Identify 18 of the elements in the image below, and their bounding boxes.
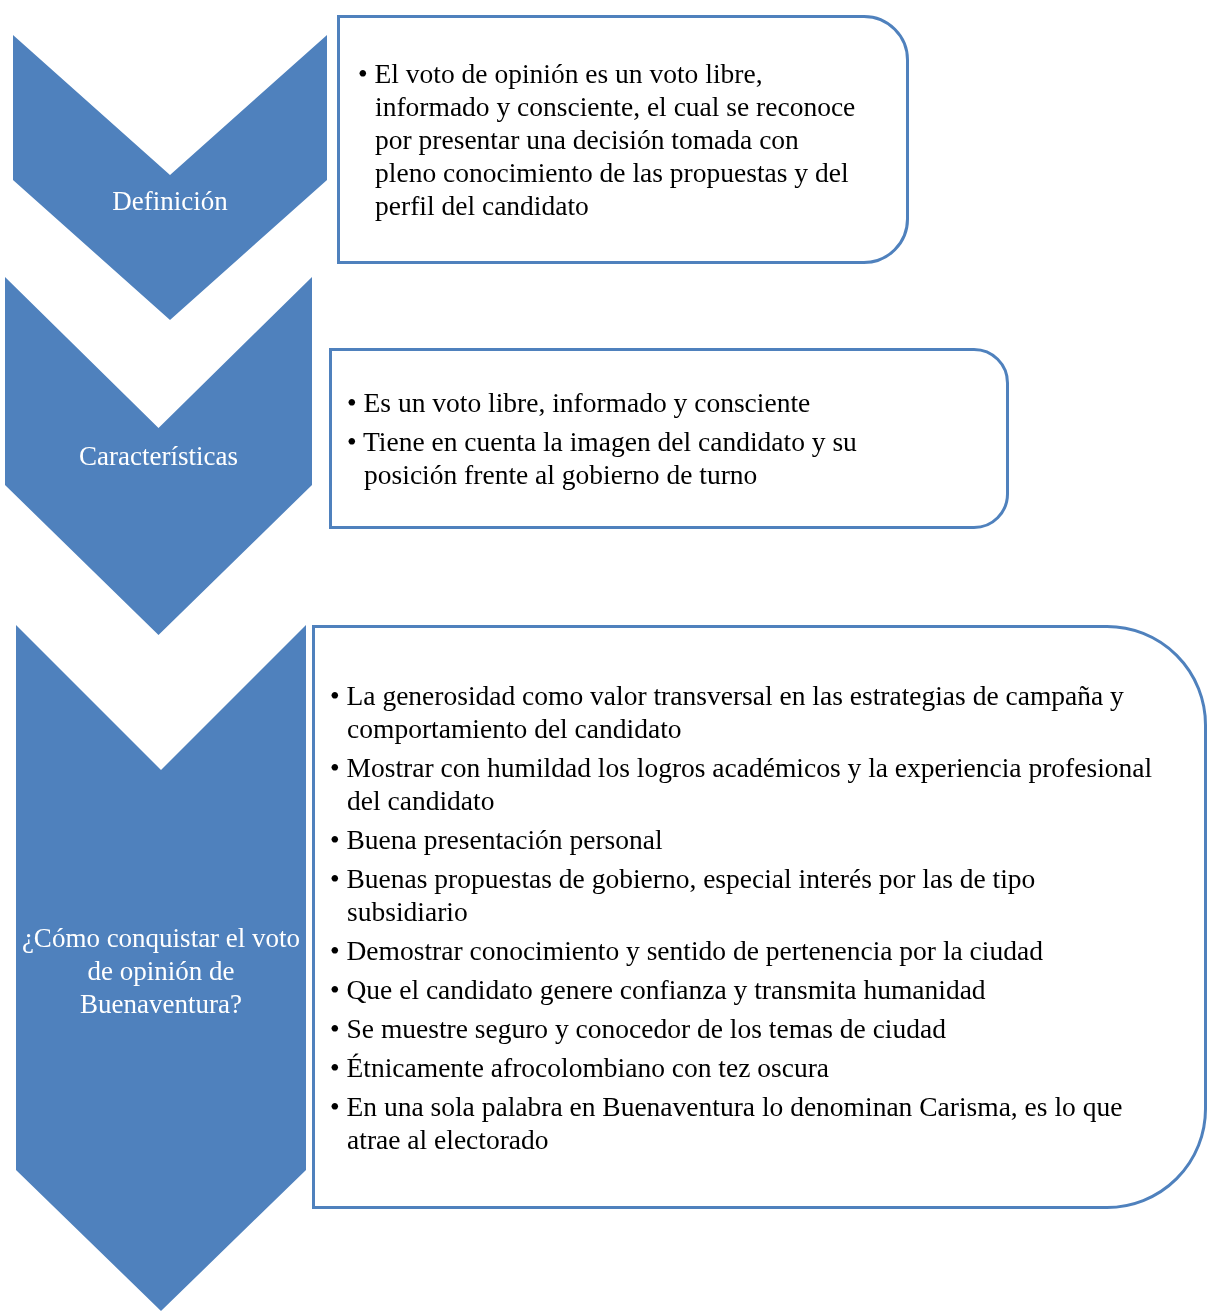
chevron-label: ¿Cómo conquistar el voto de opinión de Buenaventura? <box>20 922 302 1021</box>
bullet-item: • Se muestre seguro y conocedor de los temas de ciudad <box>330 1011 947 1045</box>
bullet-item: • La generosidad como valor transversal en las estrategias de campaña y comportamiento del candidato <box>330 678 1125 745</box>
chevron-label: Definición <box>111 185 229 218</box>
bullet-item: • Tiene en cuenta la imagen del candidato y su posición frente al gobierno de turno <box>347 425 858 491</box>
bullet-item: • El voto de opinión es un voto libre, informado y consciente, el cual se reconoce por presentar una decisión tomada con pleno conocimiento de las propuestas y del perfil del candidato <box>358 57 857 222</box>
bullet-item: • Mostrar con humildad los logros académicos y la experiencia profesional del candidato <box>330 750 1154 817</box>
rounded-box <box>329 348 1009 529</box>
bullet-item: • Buenas propuestas de gobierno, especial interés por las de tipo subsidiario <box>330 861 1037 928</box>
bullet-item: • En una sola palabra en Buenaventura lo denominan Carisma, es lo que atrae al electorado <box>330 1089 1124 1156</box>
bullet-item: • Demostrar conocimiento y sentido de pertenencia por la ciudad <box>330 933 1044 967</box>
rounded-box <box>312 625 1207 1209</box>
bullet-item: • Étnicamente afrocolombiano con tez oscura <box>330 1050 831 1084</box>
bullet-item: • Es un voto libre, informado y consciente <box>347 386 812 419</box>
rounded-box <box>337 15 909 264</box>
bullet-item: • Que el candidato genere confianza y transmita humanidad <box>330 972 987 1006</box>
chevron-label: Características <box>78 440 239 473</box>
bullet-item: • Buena presentación personal <box>330 822 664 856</box>
